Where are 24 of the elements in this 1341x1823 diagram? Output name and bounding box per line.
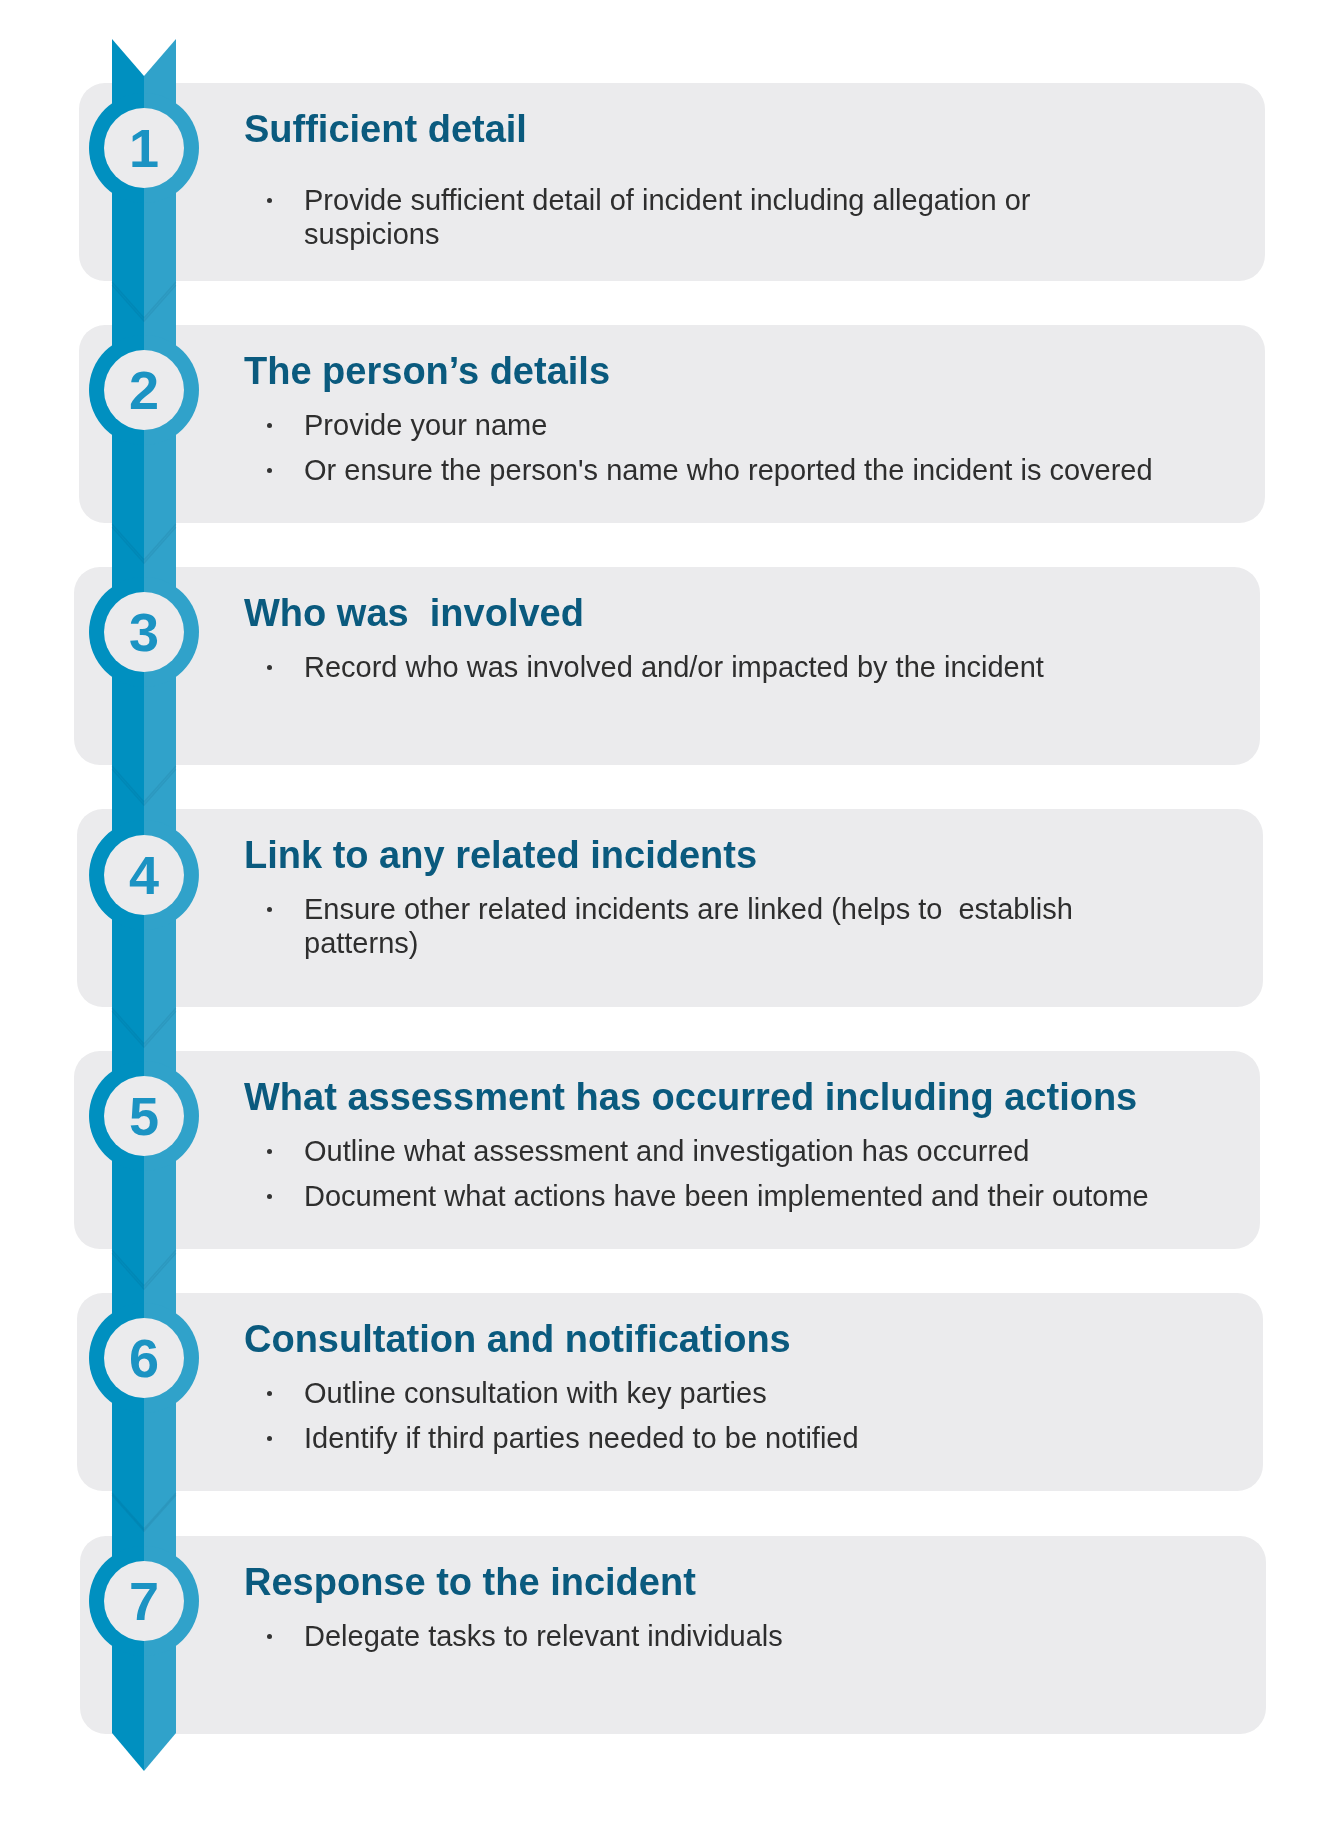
- step-number: 6: [128, 1331, 159, 1385]
- step-number: 5: [128, 1089, 159, 1143]
- step-number: 4: [128, 848, 159, 902]
- step-heading: Response to the incident: [244, 1560, 696, 1605]
- step-heading: The person’s details: [244, 349, 611, 394]
- step-heading: Who was involved: [244, 591, 584, 636]
- bullet-text: Delegate tasks to relevant individuals: [304, 1619, 783, 1653]
- bullet-text: Outline consultation with key parties: [304, 1376, 767, 1410]
- bullet-text: Document what actions have been implemented and their outome: [304, 1179, 1149, 1213]
- step-heading: Link to any related incidents: [244, 833, 758, 878]
- step-heading: What assessment has occurred including actions: [244, 1075, 1138, 1120]
- step-heading: Sufficient detail: [244, 107, 527, 152]
- step-number: 3: [128, 605, 159, 659]
- bullet-text: Outline what assessment and investigation has occurred: [304, 1134, 1030, 1168]
- bullet-text: Provide sufficient detail of incident including allegation or suspicions: [304, 183, 1032, 251]
- bullet-text: Record who was involved and/or impacted by the incident: [304, 650, 1044, 684]
- step-number: 1: [128, 121, 159, 175]
- bullet-text: Ensure other related incidents are linked (helps to establish patterns): [304, 892, 1074, 960]
- step-number: 7: [128, 1574, 159, 1628]
- bullet-text: Identify if third parties needed to be notified: [304, 1421, 859, 1455]
- bullet-text: Or ensure the person's name who reported the incident is covered: [304, 453, 1153, 487]
- bullet-text: Provide your name: [304, 408, 548, 442]
- step-heading: Consultation and notifications: [244, 1317, 791, 1362]
- step-number: 2: [128, 363, 159, 417]
